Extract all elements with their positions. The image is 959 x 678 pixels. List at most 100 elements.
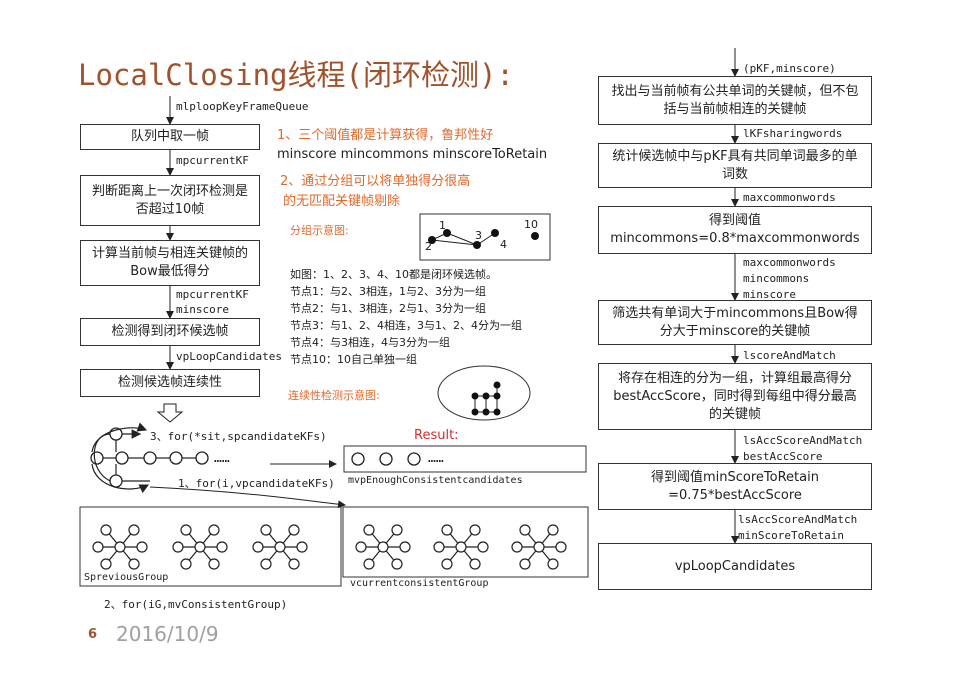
- score-and-match-label: lscoreAndMatch: [743, 349, 836, 362]
- group-node: [477, 541, 489, 553]
- group-node: [92, 541, 104, 553]
- group-node: [252, 541, 264, 553]
- group-node: [391, 524, 403, 536]
- example-node-4: 节点4：与3相连，4与3分为一组: [290, 336, 450, 349]
- min-score-retain-box: 得到阈值minScoreToRetain =0.75*bestAccScore: [598, 463, 872, 510]
- page-number: 6: [88, 627, 98, 642]
- min-score-retain-label: minScoreToRetain: [738, 529, 844, 542]
- filter-box: 筛选共有单词大于mincommons且Bow得分大于minscore的关键帧: [598, 300, 872, 345]
- group-node: [519, 558, 531, 570]
- fetch-frame-box: 队列中取一帧: [80, 124, 260, 150]
- acc-score-match-label: lsAccScoreAndMatch: [743, 434, 863, 447]
- group-node: [391, 558, 403, 570]
- current-group-label: vcurrentconsistentGroup: [350, 578, 489, 589]
- group-score-box: 将存在相连的分为一组，计算组最高得分bestAccScore，同时得到每组中得分…: [598, 363, 872, 430]
- note-2a: 2、通过分组可以将单独得分很高: [280, 174, 471, 189]
- queue-label: mlploopKeyFrameQueue: [176, 100, 309, 113]
- node-label-1: 1: [439, 219, 446, 232]
- result-label: Result:: [414, 428, 459, 443]
- note-2b: 的无匹配关键帧剔除: [283, 194, 401, 209]
- group-node: [216, 541, 228, 553]
- example-node-3: 节点3：与1、2、4相连，3与1、2、4分为一组: [290, 319, 522, 332]
- example-node-2: 节点2：与1、3相连，2与1、3分为一组: [290, 302, 486, 315]
- loop-3-label: 3、for(*sit,spcandidateKFs): [150, 430, 327, 443]
- group-example-label: 分组示意图:: [290, 224, 349, 237]
- group-node: [399, 541, 411, 553]
- group-node: [208, 558, 220, 570]
- result-var-label: mvpEnoughConsistentcandidates: [348, 475, 523, 486]
- loop-2-label: 2、for(iG,mvConsistentGroup): [104, 598, 288, 611]
- result-ellipsis: ……: [428, 451, 444, 466]
- group-node: [519, 524, 531, 536]
- group-node: [441, 558, 453, 570]
- group-node: [100, 524, 112, 536]
- group-node: [136, 541, 148, 553]
- group-node: [180, 524, 192, 536]
- detect-candidates-box: 检测得到闭环候选帧: [80, 318, 260, 346]
- node-label-4: 4: [500, 238, 507, 251]
- min-score-retain-formula: =0.75*bestAccScore: [668, 487, 802, 503]
- node-label-3: 3: [475, 229, 482, 242]
- kf-sharing-words-label: lKFsharingwords: [743, 127, 843, 140]
- group-node: [260, 524, 272, 536]
- node-label-10: 10: [524, 218, 538, 231]
- group-node: [469, 558, 481, 570]
- loop-1-label: 1、for(i,vpcandidateKFs): [178, 477, 335, 490]
- current-kf-label-2: mpcurrentKF: [176, 288, 249, 301]
- check-interval-box: 判断距离上一次闭环检测是否超过10帧: [80, 175, 260, 226]
- group-node: [547, 524, 559, 536]
- mincommons-var: mincommons: [743, 272, 810, 285]
- group-node: [433, 541, 445, 553]
- example-node-10: 节点10：10自己单独一组: [290, 353, 417, 366]
- bow-min-score-box: 计算当前帧与相连关键帧的Bow最低得分: [80, 240, 260, 286]
- slide-date: 2016/10/9: [116, 622, 219, 646]
- group-node: [194, 541, 206, 553]
- maxcommonwords-var: maxcommonwords: [743, 256, 836, 269]
- group-node: [180, 558, 192, 570]
- pkf-input-label: (pKF,minscore): [743, 62, 836, 75]
- group-node: [555, 541, 567, 553]
- current-kf-label: mpcurrentKF: [176, 154, 249, 167]
- min-commons-box: 得到阈值 mincommons=0.8*maxcommonwords: [598, 206, 872, 254]
- group-node: [114, 541, 126, 553]
- min-commons-formula: mincommons=0.8*maxcommonwords: [610, 231, 860, 246]
- group-node: [455, 541, 467, 553]
- note-1: 1、三个阈值都是计算获得，鲁邦性好: [277, 128, 494, 143]
- group-node: [128, 524, 140, 536]
- group-node: [208, 524, 220, 536]
- group-node: [274, 541, 286, 553]
- group-node: [469, 524, 481, 536]
- previous-group-label: SpreviousGroup: [84, 572, 169, 583]
- min-commons-title: 得到阈值: [708, 213, 761, 228]
- group-node: [296, 541, 308, 553]
- sharing-words-box: 找出与当前帧有公共单词的关键帧，但不包括与当前帧相连的关键帧: [598, 76, 872, 125]
- group-node: [363, 558, 375, 570]
- example-desc: 如图：1、2、3、4、10都是闭环候选帧。: [290, 268, 497, 281]
- loop-candidates-label: vpLoopCandidates: [176, 350, 282, 363]
- best-acc-score-label: bestAccScore: [743, 450, 823, 463]
- group-node: [355, 541, 367, 553]
- example-node-1: 节点1：与2、3相连，1与2、3分为一组: [290, 285, 486, 298]
- group-node: [288, 524, 300, 536]
- group-node: [377, 541, 389, 553]
- group-node: [363, 524, 375, 536]
- group-node: [441, 524, 453, 536]
- note-1-thresholds: minscore mincommons minscoreToRetain: [277, 147, 548, 162]
- continuity-example-label: 连续性检测示意图:: [288, 389, 380, 402]
- node-label-2: 2: [425, 240, 432, 253]
- consistency-check-box: 检测候选帧连续性: [80, 369, 260, 397]
- loop-candidates-output-box: vpLoopCandidates: [598, 543, 872, 590]
- group-node: [172, 541, 184, 553]
- group-node: [260, 558, 272, 570]
- minscore-var: minscore: [743, 288, 796, 301]
- page-title: LocalClosing线程(闭环检测):: [78, 58, 514, 92]
- acc-score-match-label-2: lsAccScoreAndMatch: [738, 513, 858, 526]
- group-node: [511, 541, 523, 553]
- min-score-retain-title: 得到阈值minScoreToRetain: [651, 469, 819, 485]
- group-node: [533, 541, 545, 553]
- group-node: [288, 558, 300, 570]
- loop-ellipsis: ……: [214, 451, 230, 466]
- group-node: [100, 558, 112, 570]
- group-node: [547, 558, 559, 570]
